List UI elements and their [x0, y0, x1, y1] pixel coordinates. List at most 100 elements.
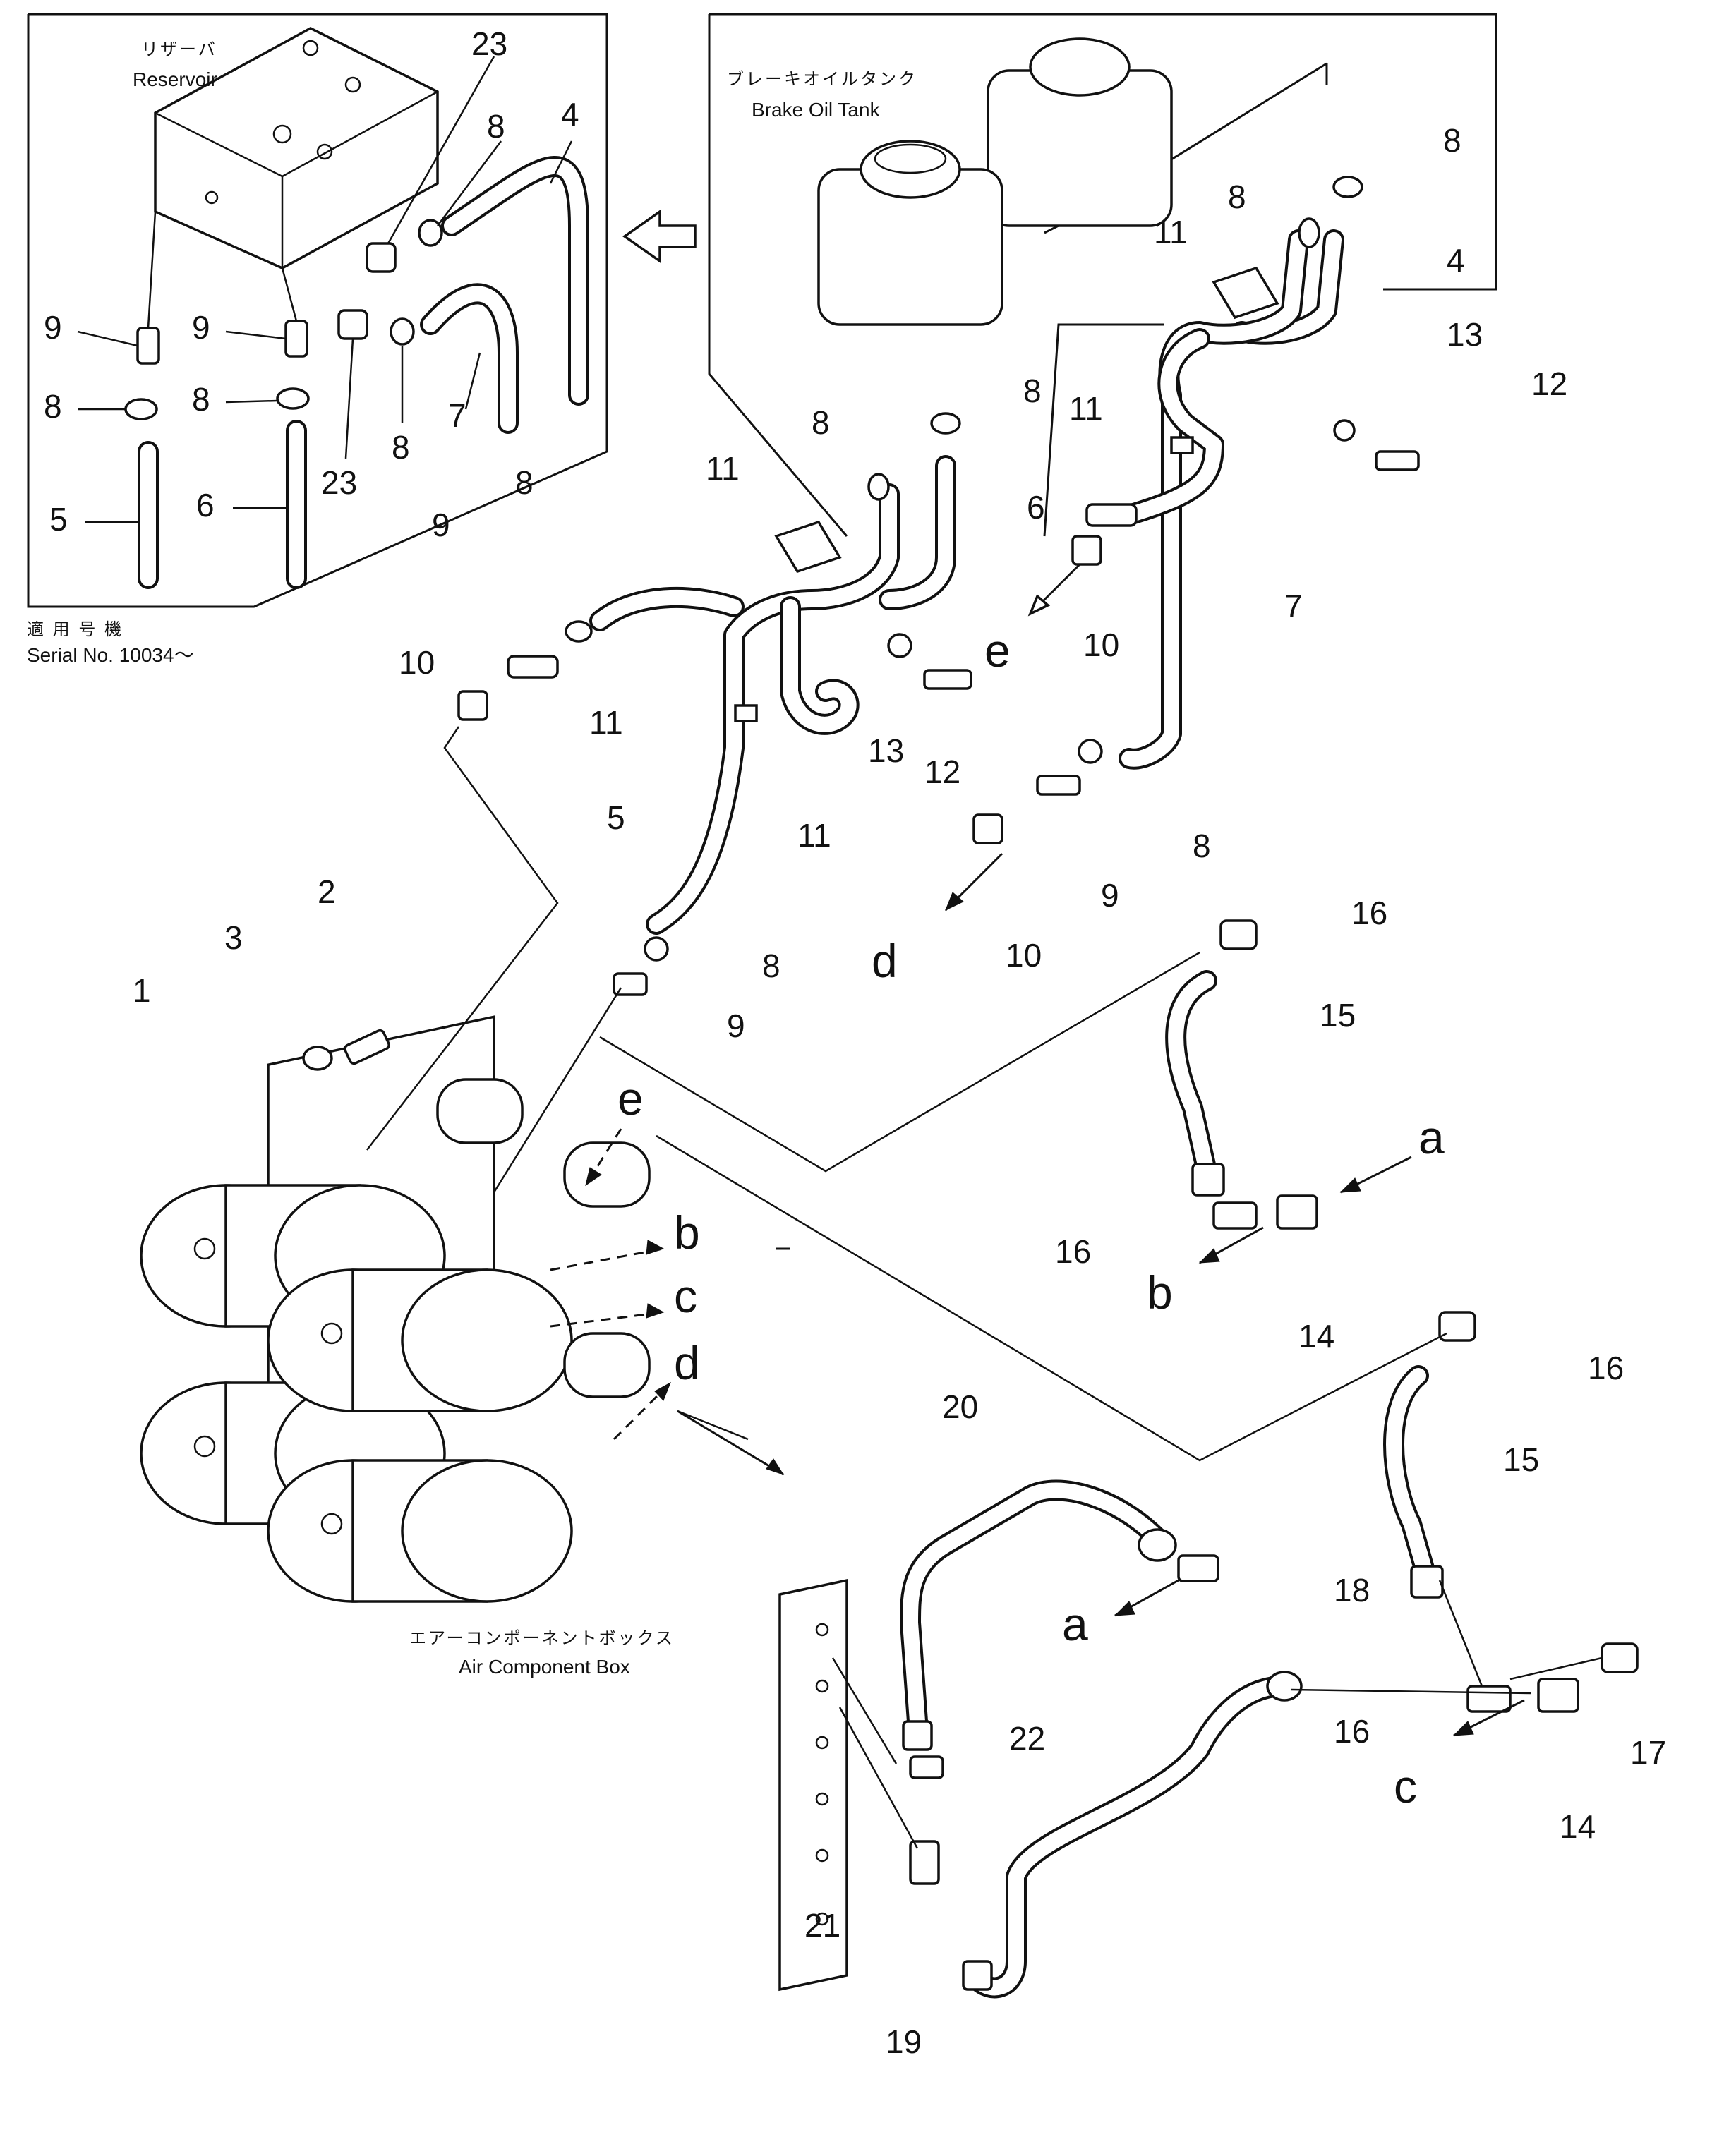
- callout-c-inset-8b: 8: [44, 388, 62, 425]
- callout-c-11-tank: 11: [1154, 214, 1188, 250]
- letter-l-d-top: d: [872, 935, 898, 987]
- callout-c-21: 21: [804, 1907, 840, 1944]
- callout-c-9-l: 9: [432, 507, 450, 543]
- callout-c-1: 1: [133, 972, 151, 1009]
- arrows: [550, 563, 1525, 1737]
- callout-c-8-tank: 8: [1228, 178, 1246, 215]
- callout-c-8-c: 8: [762, 947, 780, 984]
- callout-c-18: 18: [1334, 1572, 1370, 1609]
- reservoir-label-en: Reservoir: [133, 68, 217, 90]
- callout-c-8-tr: 8: [1443, 122, 1461, 159]
- callout-c-11-bl: 11: [589, 704, 623, 741]
- letter-l-b-valve: b: [674, 1206, 700, 1259]
- inset-panel: [27, 13, 608, 608]
- pipe-20: [900, 1479, 1168, 1732]
- letter-l-b-bot: b: [1147, 1266, 1173, 1319]
- callout-c-16-a: 16: [1351, 895, 1387, 931]
- brake-oil-tank-rear: [987, 37, 1173, 227]
- callout-c-8-l: 8: [812, 404, 830, 441]
- callout-c-inset-8c: 8: [192, 381, 210, 418]
- relay-valve-assembly: [140, 1015, 651, 1603]
- callout-c-6: 6: [1027, 489, 1045, 526]
- callout-c-10-d: 10: [1006, 937, 1042, 974]
- letter-l-a-bot: a: [1062, 1598, 1088, 1650]
- brake-oil-tank-front: [817, 140, 1003, 326]
- callout-c-8-ll: 8: [515, 464, 534, 501]
- callout-c-13-r: 13: [1447, 316, 1483, 353]
- callout-c-inset-7: 7: [448, 397, 466, 434]
- callout-c-15-a: 15: [1320, 997, 1356, 1034]
- air-box-label-jp: エアーコンポーネントボックス: [409, 1629, 675, 1648]
- callout-c-12-m: 12: [924, 753, 960, 790]
- callout-c-13-m: 13: [868, 732, 904, 769]
- callout-c-inset-9a: 9: [44, 309, 62, 346]
- callout-c-2: 2: [318, 873, 336, 910]
- pipe-19: [963, 1676, 1295, 1999]
- letter-l-d-valve: d: [674, 1337, 700, 1389]
- letter-l-e-top: e: [984, 624, 1011, 677]
- letter-l-c-bot: c: [1394, 1760, 1417, 1812]
- hose-loop: [780, 596, 860, 735]
- hose-from-tank: [646, 483, 900, 935]
- callout-c-inset-4: 4: [561, 96, 579, 133]
- callout-c-7: 7: [1284, 588, 1303, 624]
- callout-c-3: 3: [224, 919, 243, 956]
- direction-arrow-outline: [622, 209, 697, 264]
- callout-c-16-d: 16: [1334, 1713, 1370, 1750]
- letter-l-a-top: a: [1418, 1111, 1445, 1163]
- air-box-label-en: Air Component Box: [459, 1656, 630, 1678]
- reservoir-body: [154, 27, 439, 270]
- callout-c-14-b: 14: [1560, 1808, 1596, 1845]
- callout-c-8-mid: 8: [1023, 373, 1042, 409]
- hose-upper-right: [1119, 328, 1224, 526]
- callout-c-11-bm: 11: [797, 817, 831, 854]
- callout-c-inset-8a: 8: [487, 108, 505, 145]
- callout-c-20: 20: [942, 1388, 978, 1425]
- callout-c-22: 22: [1009, 1720, 1045, 1757]
- connector-lines: [366, 726, 1603, 1849]
- tank-panel: [708, 13, 1497, 537]
- serial-label-en: Serial No. 10034～: [27, 644, 194, 666]
- hose-15-a: [1165, 970, 1217, 1182]
- serial-label-jp: 適 用 号 機: [27, 620, 123, 639]
- callout-c-11-l: 11: [706, 450, 740, 487]
- callout-c-19: 19: [886, 2023, 922, 2060]
- callout-c-10-r: 10: [1083, 626, 1119, 663]
- callout-c-14-a: 14: [1298, 1318, 1334, 1355]
- callout-c-inset-23: 23: [471, 25, 507, 62]
- letter-l-e-valve: e: [617, 1072, 644, 1125]
- callout-c-17: 17: [1630, 1734, 1666, 1771]
- callout-c-inset-5: 5: [49, 501, 68, 538]
- air-component-box: [778, 1578, 848, 1992]
- callout-c-11-r: 11: [1069, 390, 1103, 427]
- callout-c-9-r2: 9: [1101, 877, 1119, 914]
- inset-fittings: [124, 219, 443, 420]
- callout-c-inset-6: 6: [196, 487, 215, 523]
- inset-hose-4: [441, 156, 589, 406]
- callout-c-16-c: 16: [1588, 1350, 1624, 1386]
- callout-c-16-b: 16: [1055, 1233, 1091, 1270]
- callout-c-12-r: 12: [1531, 365, 1567, 402]
- reservoir-label-jp: リザーバ: [141, 40, 217, 59]
- callout-c-9-c: 9: [727, 1007, 745, 1044]
- caption-texts: リザーバ Reservoir 適 用 号 機 Serial No. 10034～…: [27, 40, 917, 1678]
- fittings-main: [457, 176, 1420, 996]
- bolt-2-washer-3: [302, 1029, 390, 1071]
- callout-c-inset-23b: 23: [321, 464, 357, 501]
- callout-c-4: 4: [1447, 242, 1465, 279]
- callout-c-inset-8d: 8: [392, 429, 410, 466]
- tank-label-jp: ブレーキオイルタンク: [727, 70, 917, 89]
- letter-l-c-valve: c: [674, 1270, 697, 1322]
- inset-leaders: [77, 56, 573, 523]
- inset-hose-7: [420, 283, 519, 434]
- tank-label-en: Brake Oil Tank: [752, 99, 881, 121]
- callout-c-8-r2: 8: [1193, 828, 1211, 864]
- callout-c-inset-9b: 9: [192, 309, 210, 346]
- callout-c-15-b: 15: [1503, 1441, 1539, 1478]
- hose-left-arm: [589, 586, 745, 631]
- callout-c-5: 5: [607, 799, 625, 836]
- callout-c-10-l: 10: [399, 644, 435, 681]
